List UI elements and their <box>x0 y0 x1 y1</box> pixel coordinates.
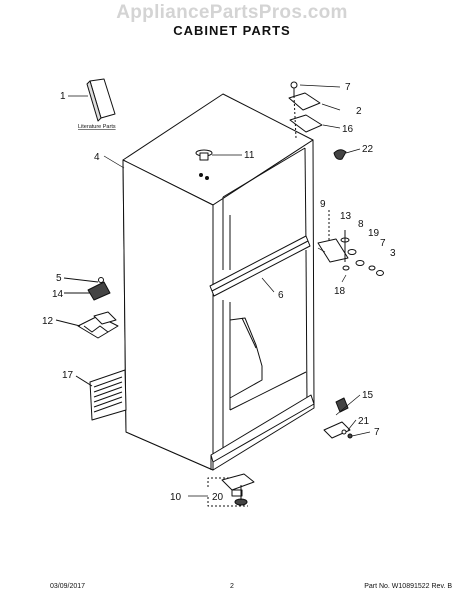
callout-12: 12 <box>42 316 54 327</box>
callout-21: 21 <box>358 416 370 427</box>
callout-6: 6 <box>278 290 284 301</box>
page-title: CABINET PARTS <box>173 23 291 38</box>
callout-7-top: 7 <box>345 82 351 93</box>
part-17-grille-icon <box>75 369 127 421</box>
callout-15: 15 <box>362 390 374 401</box>
literature-booklet-icon <box>86 78 116 122</box>
middle-hinge-icon <box>317 210 384 276</box>
leveling-feet-icon <box>207 473 255 507</box>
callout-2: 2 <box>356 106 362 117</box>
callout-20: 20 <box>212 492 224 503</box>
callout-7-middle: 7 <box>380 238 386 249</box>
left-hinge-icon <box>63 277 111 301</box>
literature-label: Literature Parts <box>78 124 116 130</box>
callout-22: 22 <box>362 144 374 155</box>
callout-18: 18 <box>334 286 346 297</box>
callout-8: 8 <box>358 219 364 230</box>
footer-date: 03/09/2017 <box>50 583 86 590</box>
callout-7-bottom: 7 <box>374 427 380 438</box>
footer-part-number: Part No. W10891522 Rev. B <box>364 583 452 590</box>
callout-5: 5 <box>56 273 62 284</box>
callout-13: 13 <box>340 211 352 222</box>
cabinet-body <box>122 93 315 471</box>
callout-4: 4 <box>94 152 100 163</box>
watermark: AppliancePartsPros.com <box>116 2 348 23</box>
callout-1: 1 <box>60 91 66 102</box>
lower-hinge-icon <box>323 397 353 439</box>
callout-14: 14 <box>52 289 64 300</box>
callout-3: 3 <box>390 248 396 259</box>
callout-9: 9 <box>320 199 326 210</box>
callout-10: 10 <box>170 492 182 503</box>
callout-19: 19 <box>368 228 380 239</box>
part-12-icon <box>55 311 119 339</box>
upper-hinge-icon <box>288 81 323 139</box>
part-11-icon <box>195 149 213 180</box>
footer-page-number: 2 <box>230 583 234 590</box>
part-22-icon <box>333 149 347 160</box>
callout-17: 17 <box>62 370 74 381</box>
callout-16: 16 <box>342 124 354 135</box>
callout-11: 11 <box>244 150 255 161</box>
